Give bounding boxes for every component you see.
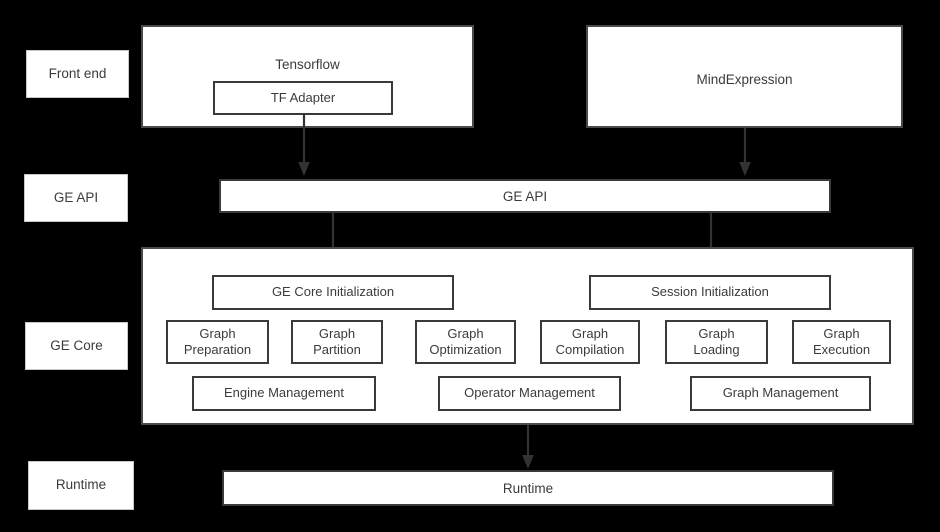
layer-label-ge-api: GE API [24, 174, 128, 222]
graph-management-box[interactable]: Graph Management [690, 376, 871, 411]
session-initialization-box[interactable]: Session Initialization [589, 275, 831, 310]
layer-label-runtime: Runtime [28, 461, 134, 510]
mindexpression-group: MindExpression [586, 25, 903, 128]
layer-label-ge-core: GE Core [25, 322, 128, 370]
graph-execution-box[interactable]: Graph Execution [792, 320, 891, 364]
graph-partition-box[interactable]: Graph Partition [291, 320, 383, 364]
engine-management-box[interactable]: Engine Management [192, 376, 376, 411]
graph-optimization-box[interactable]: Graph Optimization [415, 320, 516, 364]
arrow-mindexpression-to-ge-api [735, 128, 755, 178]
arrow-ge-core-to-runtime [518, 425, 538, 471]
runtime-bar[interactable]: Runtime [222, 470, 834, 506]
graph-compilation-box[interactable]: Graph Compilation [540, 320, 640, 364]
graph-loading-box[interactable]: Graph Loading [665, 320, 768, 364]
tensorflow-title: Tensorflow [275, 57, 340, 72]
ge-core-initialization-box[interactable]: GE Core Initialization [212, 275, 454, 310]
layer-label-front-end: Front end [26, 50, 129, 98]
ge-api-bar[interactable]: GE API [219, 179, 831, 213]
operator-management-box[interactable]: Operator Management [438, 376, 621, 411]
graph-preparation-box[interactable]: Graph Preparation [166, 320, 269, 364]
mindexpression-title: MindExpression [696, 72, 793, 87]
tf-adapter-box[interactable]: TF Adapter [213, 81, 393, 115]
